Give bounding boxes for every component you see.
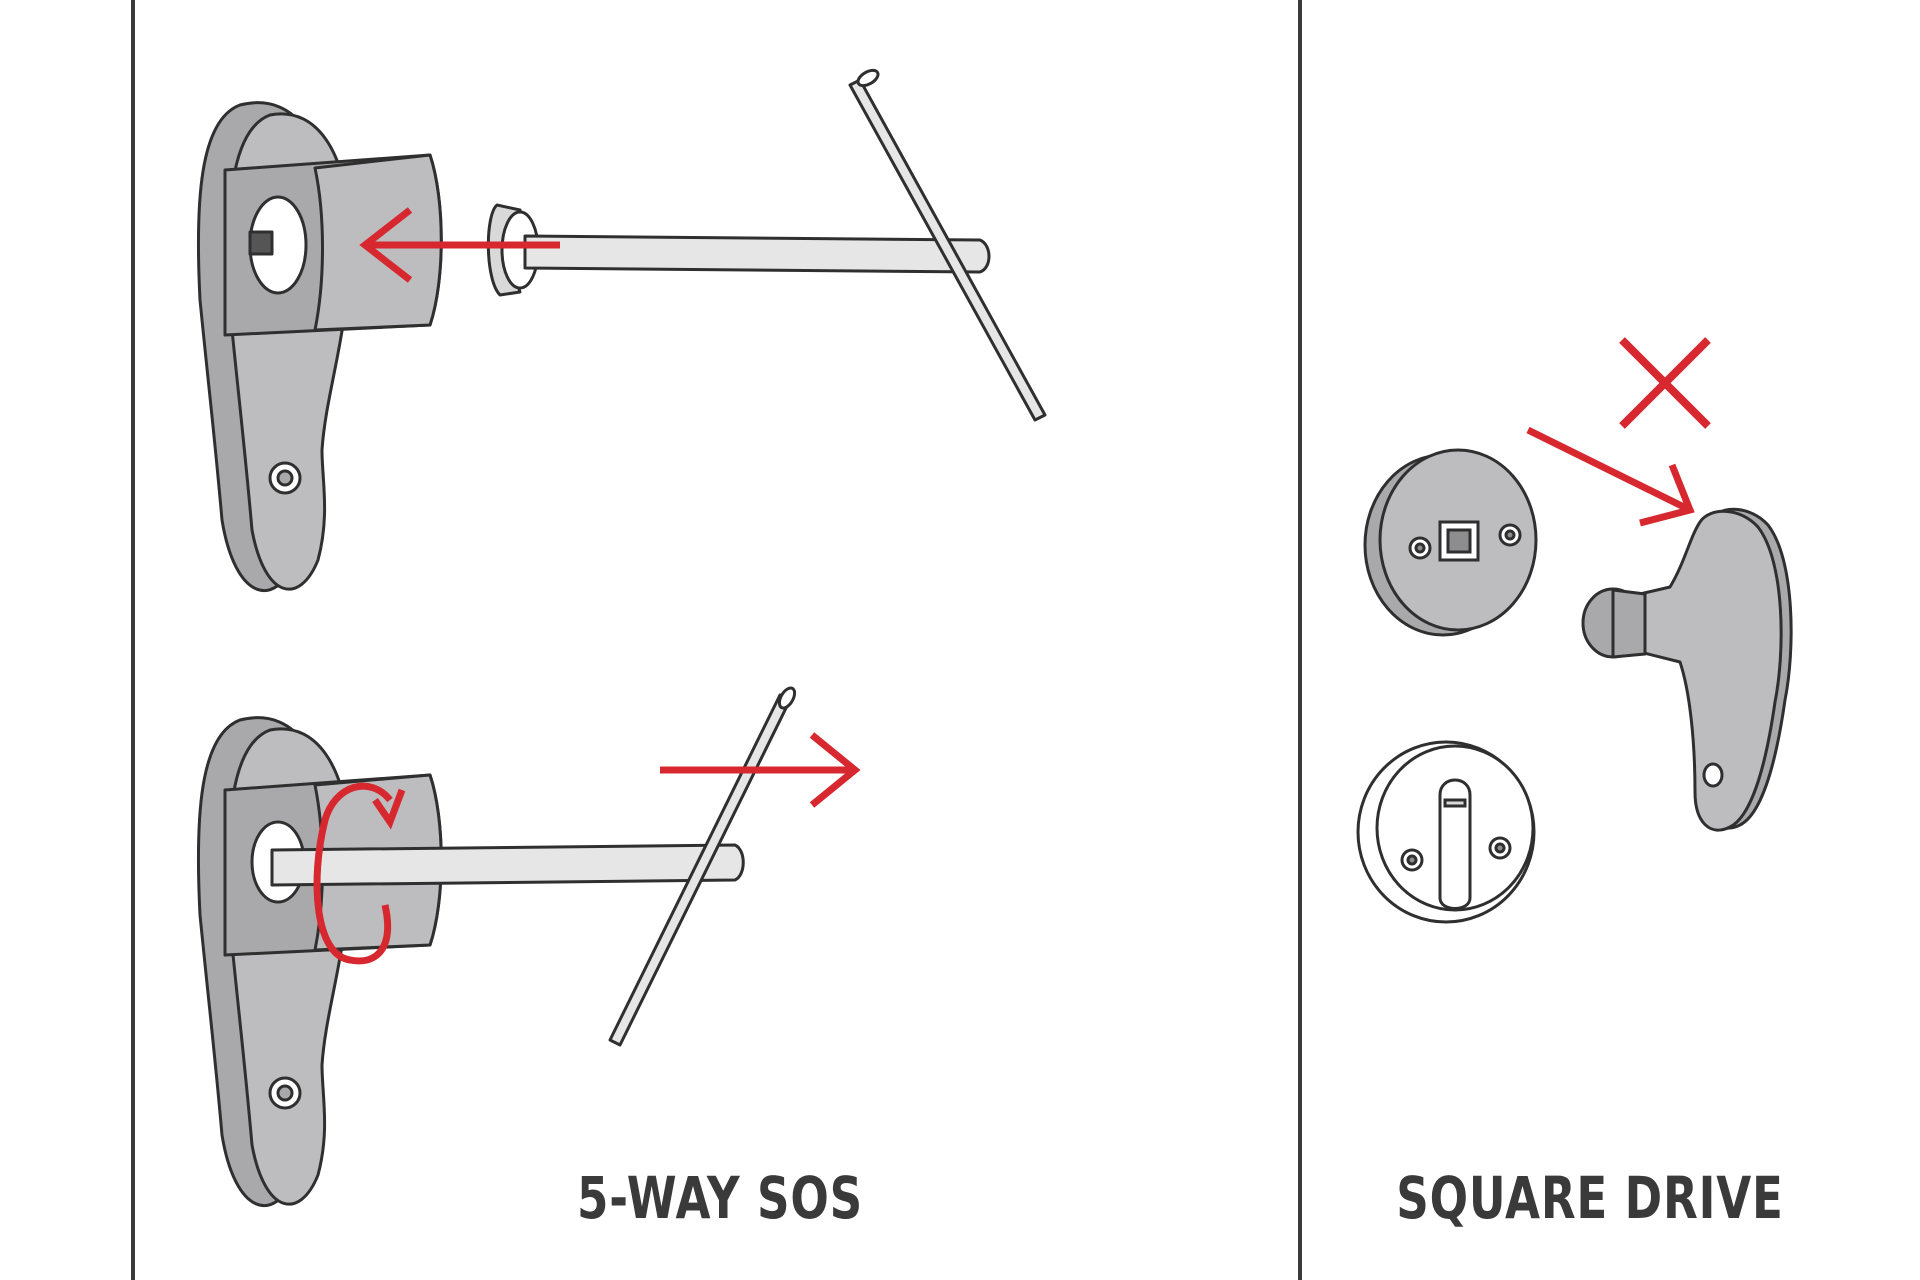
removal-key-icon (1581, 507, 1793, 832)
caption-5-way-sos: 5-WAY SOS (577, 1164, 863, 1232)
handle-with-plate-icon (196, 101, 443, 592)
t-key-tool-icon (486, 68, 1047, 422)
rose-with-square-drive-icon (1363, 448, 1538, 637)
caption-square-drive: SQUARE DRIVE (1396, 1164, 1784, 1232)
arrow-left-icon (359, 207, 560, 283)
t-key-tool-icon (270, 686, 797, 1047)
rotate-arrow-icon (313, 782, 406, 965)
cross-mark-icon (1619, 337, 1711, 429)
euro-cylinder-escutcheon-icon (1356, 740, 1536, 924)
arrow-diagonal-icon (1526, 426, 1695, 527)
arrow-right-icon (660, 732, 861, 808)
handle-with-plate-icon (196, 716, 443, 1207)
